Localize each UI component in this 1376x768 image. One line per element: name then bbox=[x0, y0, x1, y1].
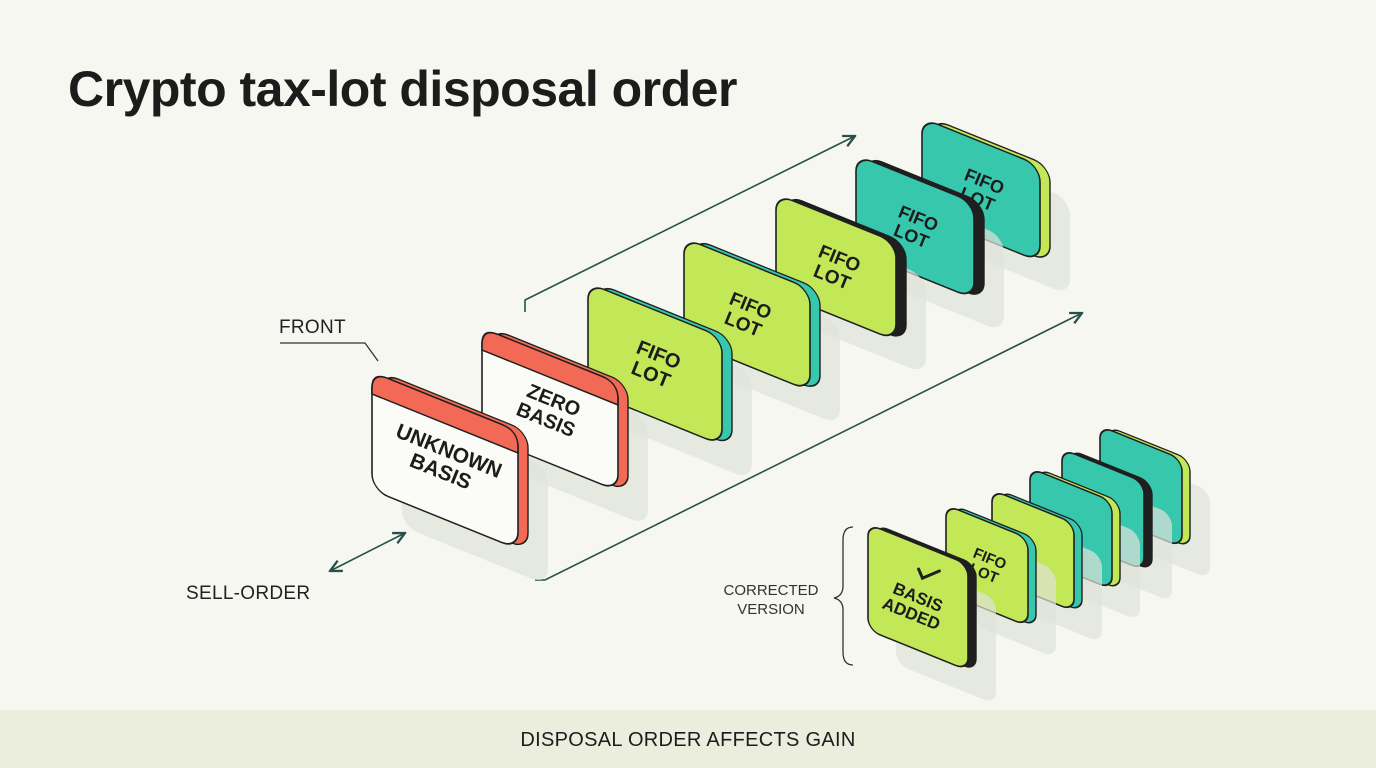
corrected-label-line2: VERSION bbox=[737, 601, 805, 618]
corrected-version-label: CORRECTED VERSION bbox=[706, 581, 836, 619]
front-label: FRONT bbox=[279, 317, 346, 338]
corrected-label-line1: CORRECTED bbox=[723, 582, 819, 599]
sell-order-arrow bbox=[330, 533, 405, 571]
footer-bar: DISPOSAL ORDER AFFECTS GAIN bbox=[0, 710, 1376, 768]
main-card-band bbox=[371, 375, 519, 455]
footer-caption: DISPOSAL ORDER AFFECTS GAIN bbox=[520, 729, 856, 751]
upper-flow-arrow bbox=[524, 136, 855, 312]
page-title: Crypto tax-lot disposal order bbox=[68, 61, 737, 117]
main-stack: FIFOLOTFIFOLOTFIFOLOTFIFOLOTFIFOLOTZEROB… bbox=[371, 122, 1070, 581]
front-pointer-line bbox=[280, 342, 379, 362]
corrected-card-face bbox=[867, 527, 969, 668]
main-card-band bbox=[481, 331, 619, 407]
sell-order-label: SELL-ORDER bbox=[186, 583, 311, 604]
check-icon bbox=[917, 567, 941, 581]
corrected-brace bbox=[833, 526, 854, 666]
